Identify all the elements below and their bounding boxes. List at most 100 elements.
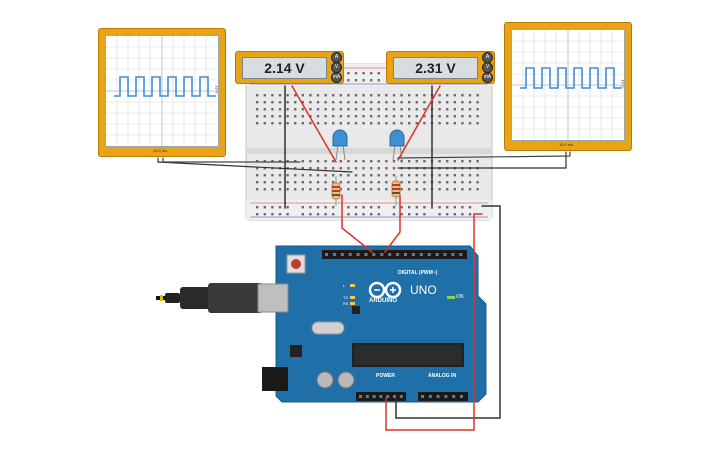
- breadboard-hole[interactable]: [309, 122, 312, 125]
- breadboard-hole[interactable]: [278, 108, 282, 111]
- breadboard-hole[interactable]: [377, 181, 380, 184]
- breadboard-hole[interactable]: [301, 181, 304, 184]
- breadboard-hole[interactable]: [408, 115, 411, 118]
- wire-black-gnd[interactable]: [395, 205, 501, 419]
- breadboard-hole[interactable]: [446, 160, 449, 163]
- breadboard-hole[interactable]: [324, 188, 327, 191]
- breadboard-hole[interactable]: [377, 94, 380, 97]
- breadboard-hole[interactable]: [324, 174, 327, 177]
- breadboard-hole[interactable]: [354, 108, 358, 111]
- oscilloscope-left[interactable]: 10.0 ms 10 V: [98, 28, 226, 157]
- breadboard-hole[interactable]: [362, 79, 365, 82]
- wire-red-meter-left[interactable]: [291, 85, 337, 163]
- breadboard-hole[interactable]: [392, 167, 396, 170]
- breadboard-hole[interactable]: [453, 94, 456, 97]
- header-pin[interactable]: [427, 253, 431, 256]
- breadboard-hole[interactable]: [263, 206, 266, 209]
- breadboard-hole[interactable]: [316, 122, 320, 125]
- breadboard-hole[interactable]: [415, 213, 418, 216]
- breadboard-hole[interactable]: [347, 188, 350, 191]
- reset-button[interactable]: [291, 259, 301, 269]
- breadboard-hole[interactable]: [446, 94, 449, 97]
- breadboard-hole[interactable]: [301, 122, 304, 125]
- header-pin[interactable]: [379, 395, 383, 398]
- header-pin[interactable]: [451, 253, 455, 256]
- breadboard-hole[interactable]: [347, 115, 350, 118]
- breadboard-hole[interactable]: [316, 188, 320, 191]
- breadboard-hole[interactable]: [354, 174, 358, 177]
- breadboard-hole[interactable]: [362, 94, 365, 97]
- breadboard-hole[interactable]: [256, 115, 259, 118]
- breadboard-hole[interactable]: [415, 115, 418, 118]
- breadboard-hole[interactable]: [347, 79, 350, 82]
- breadboard-hole[interactable]: [400, 108, 403, 111]
- breadboard-hole[interactable]: [385, 122, 388, 125]
- breadboard-hole[interactable]: [286, 174, 289, 177]
- breadboard-hole[interactable]: [294, 160, 297, 163]
- breadboard-hole[interactable]: [408, 108, 411, 111]
- breadboard-hole[interactable]: [324, 181, 327, 184]
- header-pin[interactable]: [359, 395, 362, 398]
- header-pin[interactable]: [460, 395, 463, 398]
- breadboard-hole[interactable]: [423, 206, 426, 209]
- breadboard-hole[interactable]: [362, 101, 365, 104]
- breadboard-hole[interactable]: [453, 122, 456, 125]
- breadboard-hole[interactable]: [294, 94, 297, 97]
- breadboard-hole[interactable]: [423, 188, 426, 191]
- breadboard-hole[interactable]: [377, 174, 380, 177]
- breadboard-hole[interactable]: [468, 160, 472, 163]
- breadboard-hole[interactable]: [461, 115, 464, 118]
- breadboard-hole[interactable]: [468, 101, 472, 104]
- breadboard-hole[interactable]: [370, 94, 373, 97]
- breadboard-hole[interactable]: [476, 174, 479, 177]
- led-left[interactable]: [332, 129, 348, 161]
- header-pin[interactable]: [419, 253, 423, 256]
- breadboard-hole[interactable]: [446, 108, 449, 111]
- breadboard-hole[interactable]: [438, 174, 441, 177]
- wire-black-scope-left[interactable]: [157, 157, 353, 173]
- breadboard-hole[interactable]: [332, 174, 335, 177]
- breadboard-hole[interactable]: [461, 213, 464, 216]
- header-pin[interactable]: [365, 395, 369, 398]
- breadboard-hole[interactable]: [354, 94, 358, 97]
- breadboard-hole[interactable]: [438, 213, 441, 216]
- breadboard-hole[interactable]: [377, 72, 380, 75]
- breadboard-hole[interactable]: [278, 94, 282, 97]
- breadboard-hole[interactable]: [301, 108, 304, 111]
- breadboard-hole[interactable]: [332, 108, 335, 111]
- breadboard-hole[interactable]: [354, 181, 358, 184]
- breadboard-hole[interactable]: [301, 160, 304, 163]
- breadboard-hole[interactable]: [286, 122, 289, 125]
- header-pin[interactable]: [435, 253, 439, 256]
- breadboard-hole[interactable]: [446, 206, 449, 209]
- breadboard-hole[interactable]: [309, 115, 312, 118]
- breadboard-hole[interactable]: [468, 181, 472, 184]
- breadboard-hole[interactable]: [324, 115, 327, 118]
- breadboard-hole[interactable]: [301, 206, 304, 209]
- breadboard-hole[interactable]: [339, 115, 342, 118]
- breadboard-hole[interactable]: [294, 174, 297, 177]
- breadboard-hole[interactable]: [309, 160, 312, 163]
- breadboard-hole[interactable]: [408, 101, 411, 104]
- breadboard-hole[interactable]: [385, 115, 388, 118]
- breadboard-hole[interactable]: [286, 188, 289, 191]
- breadboard-hole[interactable]: [415, 94, 418, 97]
- breadboard-hole[interactable]: [324, 122, 327, 125]
- breadboard-hole[interactable]: [438, 181, 441, 184]
- breadboard-hole[interactable]: [294, 122, 297, 125]
- breadboard-hole[interactable]: [278, 213, 282, 216]
- breadboard-hole[interactable]: [301, 167, 304, 170]
- breadboard-hole[interactable]: [438, 122, 441, 125]
- header-pin[interactable]: [332, 253, 336, 256]
- breadboard-hole[interactable]: [476, 94, 479, 97]
- breadboard-hole[interactable]: [309, 174, 312, 177]
- breadboard-hole[interactable]: [370, 72, 373, 75]
- breadboard-hole[interactable]: [263, 167, 266, 170]
- multimeter-left-knob-ma[interactable]: mA: [331, 72, 342, 83]
- breadboard-hole[interactable]: [377, 115, 380, 118]
- breadboard-hole[interactable]: [370, 101, 373, 104]
- breadboard-hole[interactable]: [453, 188, 456, 191]
- header-pin[interactable]: [428, 395, 432, 398]
- breadboard-hole[interactable]: [476, 188, 479, 191]
